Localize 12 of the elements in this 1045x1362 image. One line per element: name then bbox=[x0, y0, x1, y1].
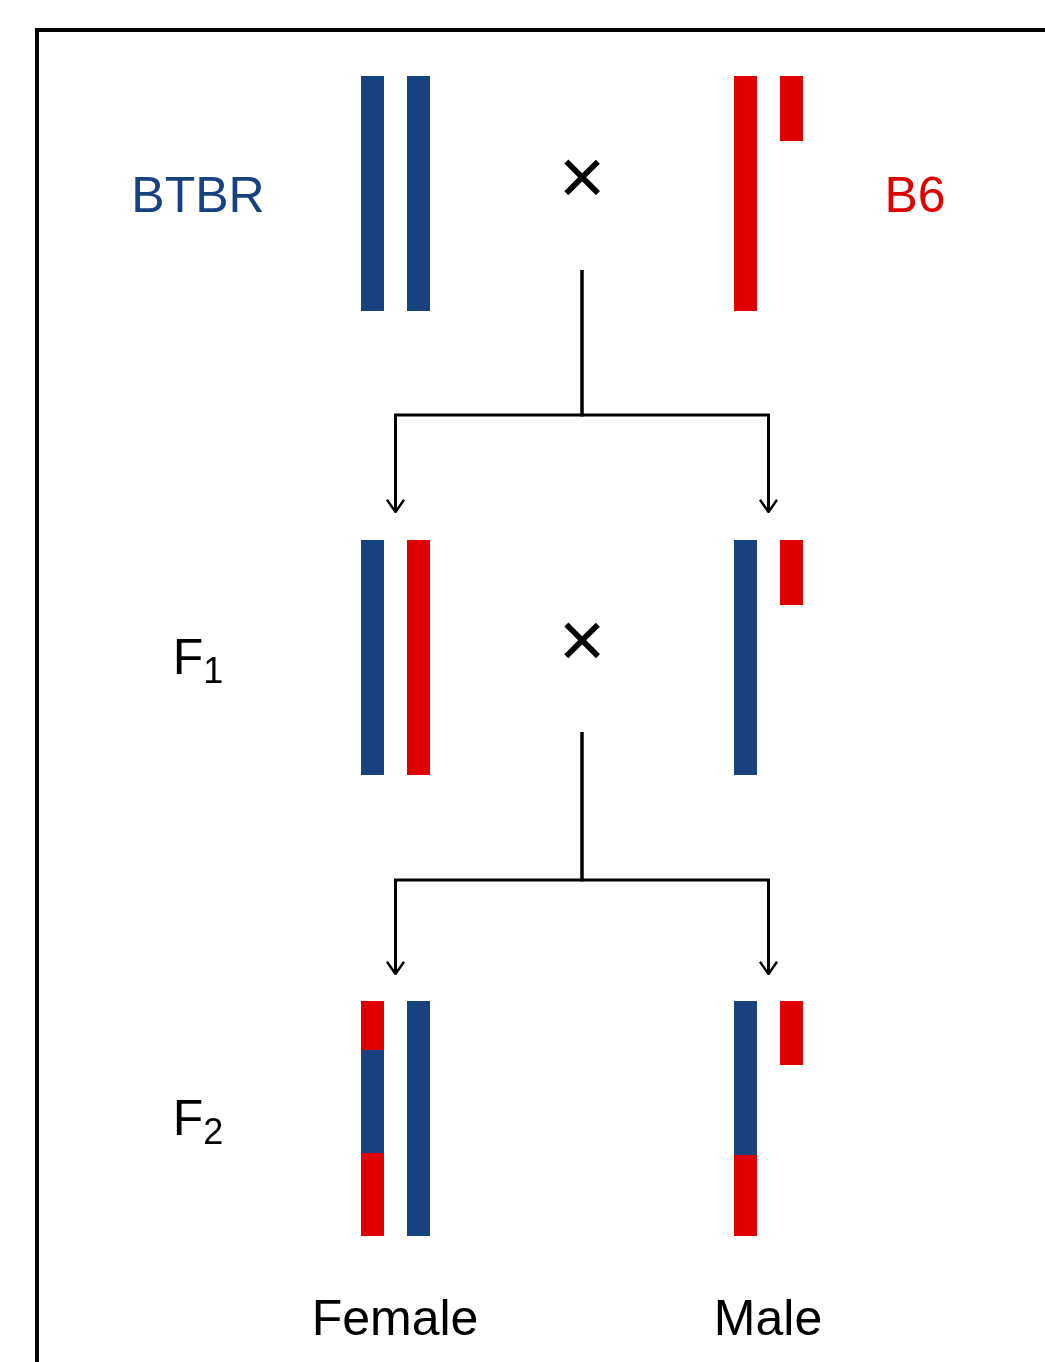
strain-label: B6 bbox=[884, 167, 946, 223]
cross-symbol: × bbox=[558, 605, 606, 675]
arrow bbox=[580, 732, 779, 976]
strain-label: BTBR bbox=[131, 167, 265, 223]
generation-label: F$_{2}$ bbox=[172, 1090, 224, 1146]
chromosome-pair bbox=[361, 76, 430, 311]
sex-label: Male bbox=[713, 1290, 823, 1346]
sex-label: Female bbox=[311, 1290, 479, 1346]
arrow bbox=[580, 270, 779, 514]
chromosome-pair bbox=[734, 76, 803, 311]
generation-label: F$_{1}$ bbox=[172, 629, 224, 685]
cross-symbol: × bbox=[558, 142, 606, 212]
